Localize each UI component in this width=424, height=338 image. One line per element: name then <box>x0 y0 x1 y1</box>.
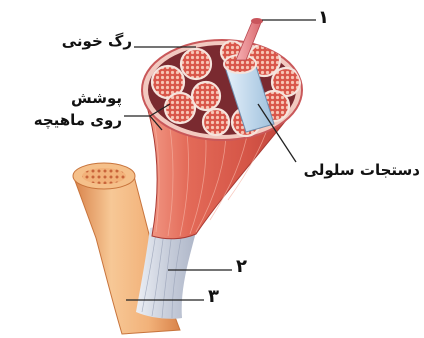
fascicle <box>181 49 211 79</box>
label-epimysium-line1: پوشش <box>30 91 122 107</box>
label-number-3: ۳ <box>208 288 219 307</box>
fascicle <box>165 93 195 123</box>
label-number-2: ۲ <box>236 258 247 277</box>
label-epimysium-line2: روی ماهیچه <box>8 113 122 129</box>
muscle-cross-section <box>142 18 302 140</box>
label-blood-vessel: رگ خونی <box>44 34 132 50</box>
fascicle <box>192 82 220 110</box>
label-fascicle: دستجات سلولی <box>296 163 420 179</box>
label-number-1: ۱ <box>318 9 329 28</box>
fascicle <box>203 109 229 135</box>
bone-marrow <box>82 168 126 184</box>
blood-vessel-end <box>251 18 263 24</box>
